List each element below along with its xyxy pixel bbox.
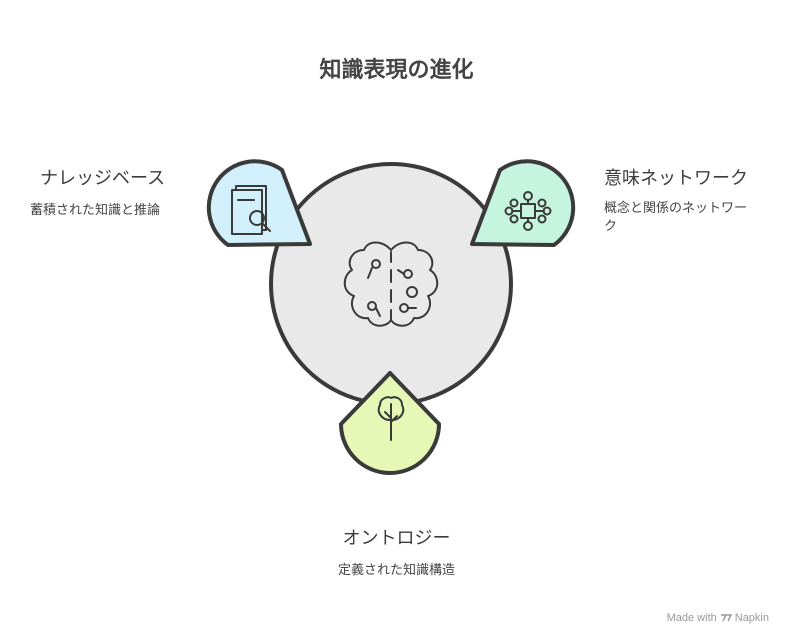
ontology-description: 定義された知識構造 xyxy=(337,563,455,578)
knowledge-base-drop xyxy=(206,159,312,247)
brain-icon xyxy=(343,241,439,327)
napkin-logo-icon xyxy=(720,614,732,622)
footer-brand: Napkin xyxy=(734,612,769,624)
ontology-label: オントロジー xyxy=(342,528,451,549)
footer-attribution[interactable]: Made with Napkin xyxy=(667,612,769,624)
semantic-network-label: 意味ネットワーク xyxy=(604,168,748,189)
footer-made-with: Made with xyxy=(666,612,717,624)
document-search-icon xyxy=(231,185,271,235)
central-circle xyxy=(269,162,513,406)
semantic-network-description: 概念と関係のネットワーク xyxy=(604,201,748,234)
network-icon xyxy=(504,191,552,231)
knowledge-base-label: ナレッジベース xyxy=(40,168,166,189)
page-title: 知識表現の進化 xyxy=(319,58,474,83)
knowledge-base-description: 蓄積された知識と推論 xyxy=(30,203,161,218)
tree-icon xyxy=(377,396,405,441)
